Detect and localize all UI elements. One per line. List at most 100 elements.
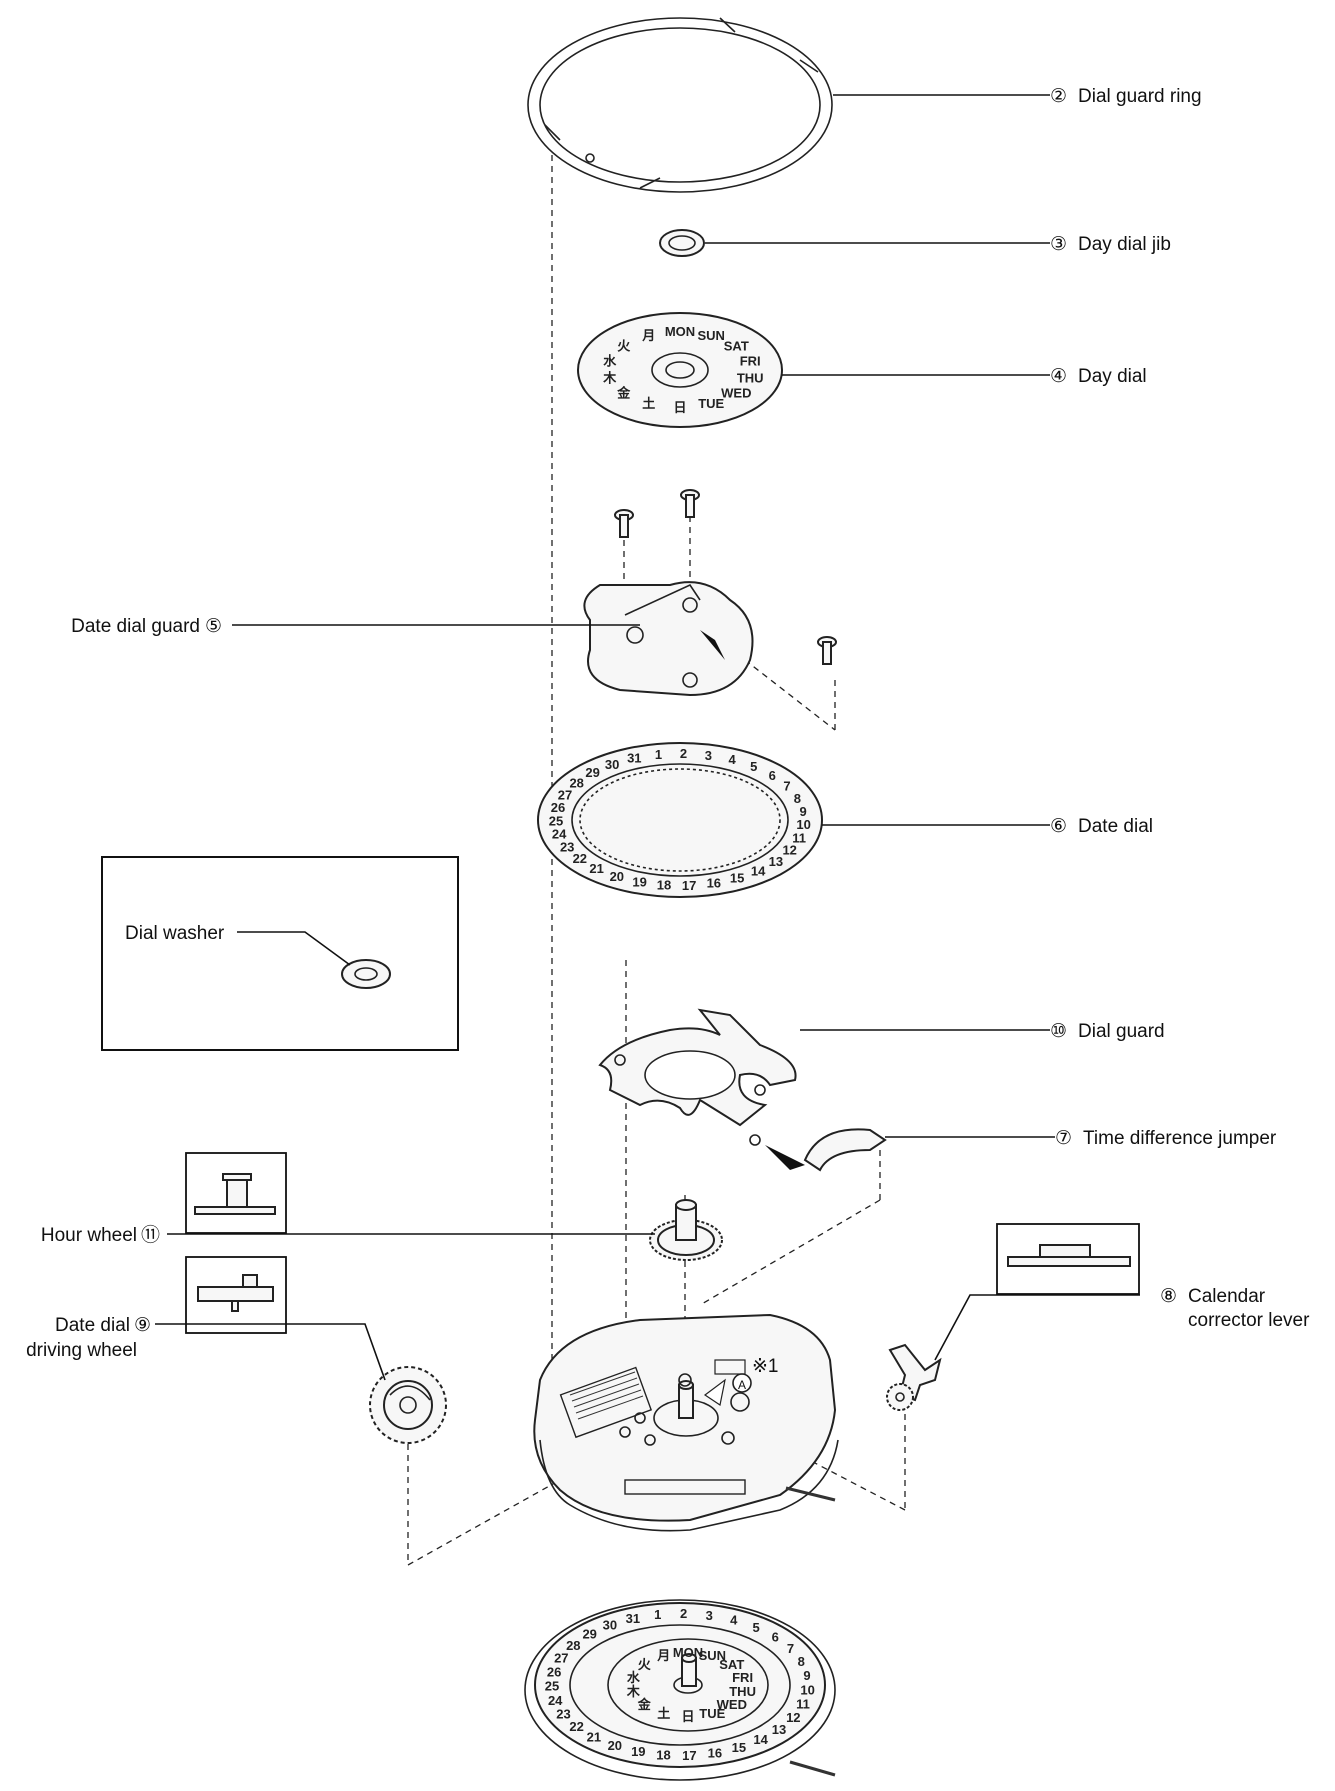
callout-label-day-dial-jib: Day dial jib (1078, 234, 1171, 255)
date-dial-number-30: 31 (627, 751, 641, 766)
date-dial-number-18: 19 (632, 874, 646, 889)
day-dial-label-4: THU (737, 371, 764, 386)
date-dial-number-5: 6 (769, 768, 776, 783)
assembled-day-label-11: 水 (627, 1670, 641, 1685)
date-dial-guard-part (583, 581, 754, 697)
date-dial-number-22: 23 (560, 839, 574, 854)
callout-num-hour-wheel: ⑪ (141, 1224, 160, 1246)
day-dial-label-11: 水 (603, 354, 617, 369)
callout-label-date-dial-driving-wheel-2: driving wheel (26, 1340, 137, 1361)
dial-guard-ring-part (527, 17, 833, 193)
assembled-date-number-29: 30 (603, 1618, 617, 1633)
callout-label-calendar-corrector-lever-1: Calendar (1188, 1286, 1266, 1307)
assembled-date-number-0: 1 (654, 1607, 661, 1622)
date-dial-number-7: 8 (794, 791, 801, 806)
date-dial-driving-wheel-part (369, 1366, 447, 1444)
date-dial-number-10: 11 (792, 830, 806, 845)
callout-num-calendar-corrector-lever: ⑧ (1160, 1285, 1177, 1307)
day-dial-jib-part (659, 229, 705, 257)
assembled-day-label-10: 木 (626, 1684, 641, 1699)
assembled-date-number-4: 5 (752, 1620, 759, 1635)
date-dial-number-14: 15 (730, 871, 744, 886)
date-dial-number-29: 30 (605, 757, 619, 772)
screw-icons (614, 489, 837, 665)
day-dial-label-5: WED (721, 386, 751, 401)
date-dial-number-26: 27 (558, 787, 572, 802)
day-dial-label-12: 火 (617, 338, 631, 353)
assembled-date-number-22: 23 (556, 1707, 570, 1722)
movement-hatching (569, 1371, 644, 1420)
day-dial-label-3: FRI (740, 354, 761, 369)
note-mark-1: ※1 (752, 1356, 779, 1377)
inset-label-dial-washer: Dial washer (125, 923, 225, 944)
assembled-day-label-12: 火 (638, 1657, 652, 1672)
callout-label-date-dial-driving-wheel-1: Date dial (55, 1315, 130, 1336)
date-dial-number-24: 25 (549, 814, 563, 829)
assembled-day-label-3: FRI (732, 1670, 753, 1685)
movement-base-part (533, 1313, 839, 1532)
day-dial-label-7: 日 (673, 400, 686, 415)
time-difference-jumper-part (749, 1128, 887, 1172)
assembled-date-number-19: 20 (608, 1738, 622, 1753)
assembled-date-number-8: 9 (803, 1668, 810, 1683)
assembled-date-number-3: 4 (730, 1613, 738, 1628)
date-dial-number-1: 2 (680, 746, 687, 761)
assembled-date-number-23: 24 (548, 1693, 563, 1708)
day-dial-label-2: SAT (724, 338, 749, 353)
assembled-date-number-14: 15 (732, 1740, 746, 1755)
date-dial-number-9: 10 (796, 817, 810, 832)
date-dial-driving-wheel-inset (185, 1256, 287, 1334)
assembled-day-label-4: THU (729, 1684, 756, 1699)
leader-calendar-corrector-lever (934, 1294, 1140, 1361)
assembled-day-label-2: SAT (719, 1657, 744, 1672)
callout-num-date-dial-guard: ⑤ (205, 615, 222, 637)
date-dial-number-21: 22 (573, 851, 587, 866)
callout-label-dial-guard-ring: Dial guard ring (1078, 86, 1202, 107)
date-dial-number-6: 7 (783, 779, 790, 794)
assembled-day-label-8: 土 (657, 1706, 670, 1721)
hour-wheel-inset (185, 1152, 287, 1234)
assembled-date-number-12: 13 (772, 1722, 786, 1737)
day-dial-label-6: TUE (698, 396, 724, 411)
date-dial-number-23: 24 (552, 827, 567, 842)
callout-label-dial-guard: Dial guard (1078, 1021, 1165, 1042)
date-dial-number-3: 4 (728, 752, 736, 767)
callout-label-day-dial: Day dial (1078, 366, 1147, 387)
assembled-day-label-1: SUN (699, 1648, 726, 1663)
date-dial-number-25: 26 (551, 800, 565, 815)
assembled-date-number-26: 27 (554, 1651, 568, 1666)
assembled-date-number-7: 8 (798, 1654, 805, 1669)
callout-label-time-difference-jumper: Time difference jumper (1083, 1128, 1277, 1149)
callout-num-dial-guard-ring: ② (1050, 85, 1067, 107)
callout-label-date-dial: Date dial (1078, 816, 1153, 837)
date-dial-number-17: 18 (657, 877, 671, 892)
date-dial-part (537, 742, 823, 898)
assembled-day-label-9: 金 (637, 1697, 652, 1712)
callout-label-date-dial-guard: Date dial guard (71, 616, 200, 637)
calendar-corrector-lever-inset (996, 1223, 1140, 1295)
day-dial-part (577, 312, 783, 428)
calendar-corrector-lever-part (886, 1343, 942, 1411)
date-dial-number-13: 14 (751, 863, 766, 878)
date-dial-number-8: 9 (799, 804, 806, 819)
callout-num-dial-guard: ⑩ (1050, 1020, 1067, 1042)
assembled-date-number-20: 21 (587, 1730, 601, 1745)
day-dial-label-13: 月 (641, 328, 655, 343)
assembled-date-number-10: 11 (796, 1697, 810, 1712)
date-dial-number-4: 5 (750, 759, 757, 774)
callout-num-date-dial: ⑥ (1050, 815, 1067, 837)
point-a-mark: A (738, 1378, 746, 1392)
date-dial-number-0: 1 (655, 747, 662, 762)
callout-label-calendar-corrector-lever-2: corrector lever (1188, 1310, 1310, 1331)
date-dial-number-28: 29 (585, 765, 599, 780)
leader-date-dial-driving-wheel (155, 1323, 386, 1381)
date-dial-number-12: 13 (769, 854, 783, 869)
day-dial-label-0: MON (665, 324, 695, 339)
callout-num-day-dial-jib: ③ (1050, 233, 1067, 255)
date-dial-number-15: 16 (707, 876, 721, 891)
assembled-date-number-27: 28 (566, 1638, 580, 1653)
